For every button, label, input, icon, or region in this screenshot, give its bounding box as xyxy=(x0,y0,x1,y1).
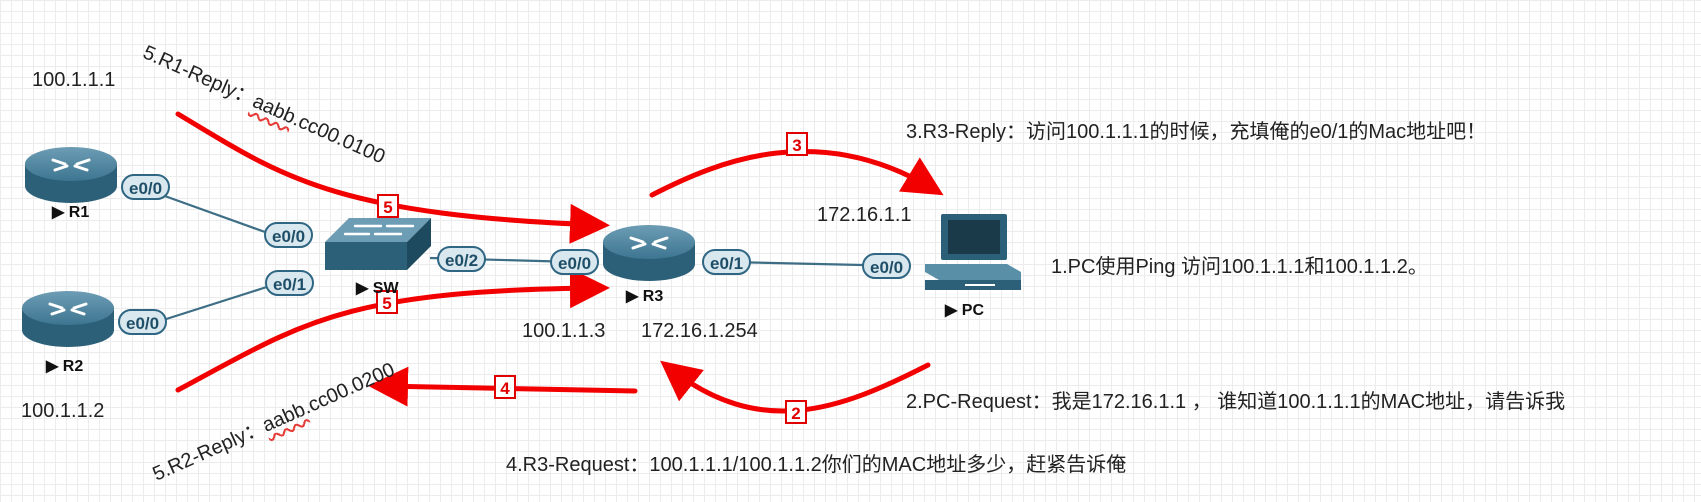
network-links xyxy=(159,193,906,323)
play-icon: ▶ xyxy=(356,280,369,297)
pc-icon[interactable] xyxy=(925,214,1021,290)
ip-r2: 100.1.1.2 xyxy=(21,400,105,422)
interface-r3-e0-1: e0/1 xyxy=(702,249,752,275)
device-name-sw: SW xyxy=(372,280,399,297)
play-icon: ▶ xyxy=(626,288,639,305)
annotation-pc-ping: 1.PC使用Ping 访问100.1.1.1和100.1.1.2。 xyxy=(1051,256,1428,278)
device-name-r1: R1 xyxy=(68,204,90,221)
annotation-r3-request: 4.R3-Request：100.1.1.1/100.1.1.2你们的MAC地址… xyxy=(506,454,1127,476)
device-name-r2: R2 xyxy=(62,358,84,375)
interface-r2-e0-0: e0/0 xyxy=(118,309,168,335)
play-icon: ▶ xyxy=(945,302,958,319)
interface-sw-e0-2: e0/2 xyxy=(437,246,487,272)
device-label-pc: ▶ PC xyxy=(945,300,984,320)
annotation-r3-reply: 3.R3-Reply：访问100.1.1.1的时候，充填俺的e0/1的Mac地址… xyxy=(906,121,1487,143)
interface-r1-e0-0: e0/0 xyxy=(121,174,171,200)
step-badge-2: 2 xyxy=(785,400,807,424)
annotation-pc-request: 2.PC-Request：我是172.16.1.1 ， 谁知道100.1.1.1… xyxy=(906,391,1566,413)
router-r1-icon[interactable] xyxy=(25,147,117,203)
ip-r3-e0-1: 172.16.1.254 xyxy=(641,320,758,342)
flow-arrows xyxy=(175,111,944,414)
step-badge-3: 3 xyxy=(786,132,808,156)
step-badge-4: 4 xyxy=(494,375,516,399)
link-r2-sw xyxy=(159,284,271,323)
link-r1-sw xyxy=(161,193,266,234)
interface-sw-e0-1: e0/1 xyxy=(265,270,315,296)
arrow-step3 xyxy=(649,148,944,198)
step-badge-5-r1: 5 xyxy=(377,194,399,218)
switch-sw-icon[interactable] xyxy=(325,218,431,270)
interface-pc-e0-0: e0/0 xyxy=(862,253,912,279)
play-icon: ▶ xyxy=(52,204,65,221)
play-icon: ▶ xyxy=(46,358,59,375)
device-label-r2: ▶ R2 xyxy=(46,356,83,376)
arrow-step5-r2 xyxy=(175,268,610,393)
router-r3-icon[interactable] xyxy=(603,225,695,281)
device-label-r3: ▶ R3 xyxy=(626,286,663,306)
device-label-sw: ▶ SW xyxy=(356,278,399,298)
interface-r3-e0-0: e0/0 xyxy=(550,249,600,275)
device-label-r1: ▶ R1 xyxy=(52,202,89,222)
ip-r3-e0-0: 100.1.1.3 xyxy=(522,320,606,342)
device-name-pc: PC xyxy=(961,302,984,319)
interface-sw-e0-0: e0/0 xyxy=(264,222,314,248)
ip-pc: 172.16.1.1 xyxy=(817,204,912,226)
step-badge-5-r2: 5 xyxy=(376,290,398,314)
ip-r1: 100.1.1.1 xyxy=(32,69,116,91)
device-name-r3: R3 xyxy=(642,288,664,305)
router-r2-icon[interactable] xyxy=(22,291,114,347)
arrow-step5-r1 xyxy=(175,111,610,244)
